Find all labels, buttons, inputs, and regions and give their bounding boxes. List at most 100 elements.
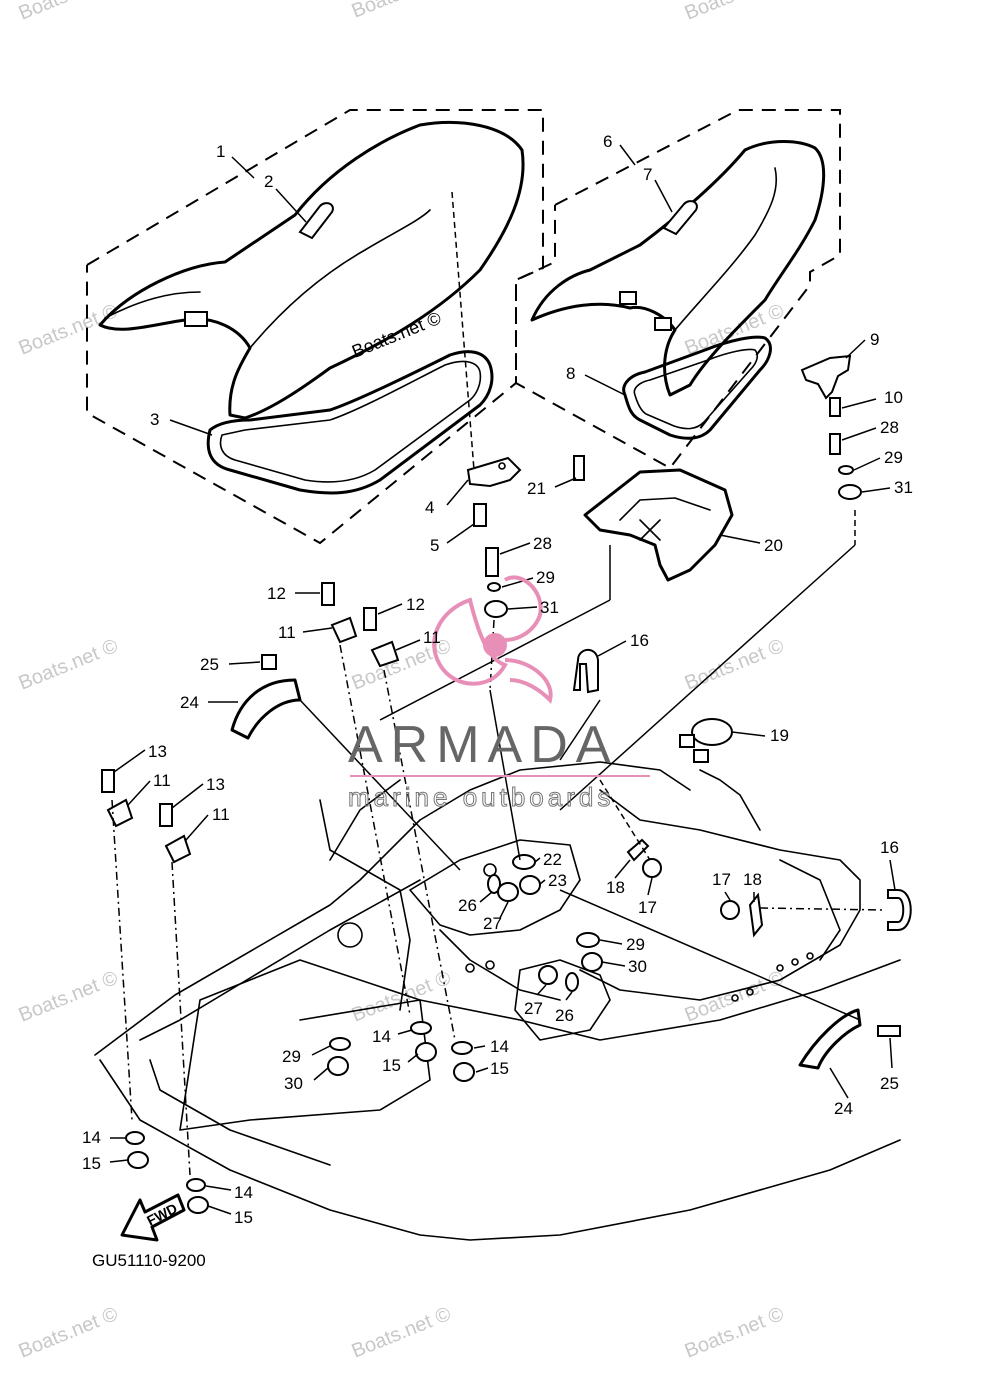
callouts: 1 2 3 4 5 6 7 8 9 10 28 29 31 21 20 28 2… (82, 132, 913, 1227)
callout-number: 26 (458, 896, 477, 915)
callout-number: 15 (490, 1059, 509, 1078)
callout-number: 27 (524, 999, 543, 1018)
watermark: Boats.net © (682, 967, 788, 1027)
washer-29-icon (487, 582, 501, 592)
callout-leaders (109, 144, 896, 1215)
fwd-arrow: FWD (120, 1193, 186, 1242)
callout-number: 12 (406, 595, 425, 614)
callout-number: 28 (533, 534, 552, 553)
watermark: Boats.net © (16, 0, 122, 25)
callout-number: 10 (884, 388, 903, 407)
nut-17-icon (642, 858, 662, 878)
callout-number: 14 (234, 1183, 253, 1202)
seat-latch-block (654, 317, 672, 331)
callout-number: 26 (555, 1006, 574, 1025)
washer-26-icon (565, 972, 579, 992)
callout-number: 31 (894, 478, 913, 497)
hardware-upper-middle (230, 547, 733, 763)
nut-17-icon (720, 900, 740, 920)
watermark: Boats.net © (682, 1303, 788, 1363)
seat-latch-block (184, 311, 208, 327)
callout-number: 18 (606, 878, 625, 897)
callout-number: 13 (206, 775, 225, 794)
callout-number: 18 (743, 870, 762, 889)
callout-number: 25 (200, 655, 219, 674)
callout-number: 2 (264, 172, 273, 191)
nut-23-icon (519, 875, 541, 895)
bolt-12-icon (363, 607, 377, 631)
callout-number: 17 (638, 898, 657, 917)
watermark: Boats.net © (16, 967, 122, 1027)
callout-number: 19 (770, 726, 789, 745)
callout-number: 9 (870, 330, 879, 349)
callout-number: 14 (82, 1128, 101, 1147)
bracket-part-4 (466, 456, 522, 527)
callout-number: 7 (643, 165, 652, 184)
washer-29-icon (329, 1037, 351, 1051)
hardware-middle (327, 838, 912, 1082)
washer-26-icon (487, 874, 501, 894)
callout-number: 15 (234, 1208, 253, 1227)
watermark: Boats.net © (16, 300, 122, 360)
callout-number: 29 (282, 1047, 301, 1066)
washer-14-icon (451, 1041, 473, 1055)
front-seat-base (206, 350, 494, 495)
fitting-19-icon (679, 734, 695, 748)
callout-number: 12 (267, 584, 286, 603)
front-seat (98, 120, 525, 420)
nut-30-icon (327, 1056, 349, 1076)
grab-handle-icon (662, 200, 698, 236)
callout-number: 30 (628, 957, 647, 976)
callout-number: 30 (284, 1074, 303, 1093)
clip-18-icon (626, 838, 650, 862)
nut-15-icon (453, 1062, 475, 1082)
washer-14-icon (410, 1021, 432, 1035)
propeller-hub-icon (483, 633, 507, 657)
callout-number: 4 (425, 498, 434, 517)
callout-number: 15 (382, 1056, 401, 1075)
bolt-icon (829, 433, 841, 455)
callout-number: 24 (834, 1099, 853, 1118)
u-bolt-16-icon (887, 889, 912, 931)
watermark: Boats.net © (682, 0, 788, 25)
hardware-lower-left (101, 769, 209, 1214)
bolt-25-icon (877, 1025, 901, 1037)
clip-18-icon (748, 892, 764, 938)
clamp-11-icon (164, 834, 192, 864)
callout-number: 3 (150, 410, 159, 429)
nut-27-icon (497, 882, 519, 902)
callout-number: 14 (490, 1037, 509, 1056)
fitting-19-icon (693, 749, 709, 763)
callout-number: 20 (764, 536, 783, 555)
nut-15-icon (415, 1042, 437, 1062)
washer-31-icon (484, 600, 508, 618)
grab-strap-24 (230, 678, 302, 740)
fwd-label: FWD (144, 1200, 180, 1229)
bolt-13-icon (101, 769, 115, 793)
drain-plug-19-icon (691, 718, 733, 746)
watermark-main: Boats.net © (349, 308, 444, 362)
bolt-28-icon (485, 547, 499, 577)
grab-strap-24 (798, 1008, 862, 1070)
watermark: Boats.net © (16, 1303, 122, 1363)
callout-number: 14 (372, 1027, 391, 1046)
callout-number: 24 (180, 693, 199, 712)
nut-30-icon (581, 952, 603, 972)
callout-number: 16 (630, 631, 649, 650)
hull (94, 761, 901, 1241)
nut-15-icon (127, 1151, 149, 1169)
clamp-11-icon (370, 640, 400, 668)
callout-number: 23 (548, 871, 567, 890)
callout-number: 31 (540, 598, 559, 617)
bolt-icon (829, 397, 841, 417)
callout-number: 15 (82, 1154, 101, 1173)
bolt-icon (473, 503, 487, 527)
washer-29-icon (576, 932, 600, 948)
callout-number: 11 (153, 771, 171, 790)
washer-14-icon (125, 1131, 145, 1145)
callout-number: 8 (566, 364, 575, 383)
callout-number: 29 (626, 935, 645, 954)
callout-number: 11 (423, 628, 441, 647)
propeller-blade-icon (504, 658, 553, 704)
